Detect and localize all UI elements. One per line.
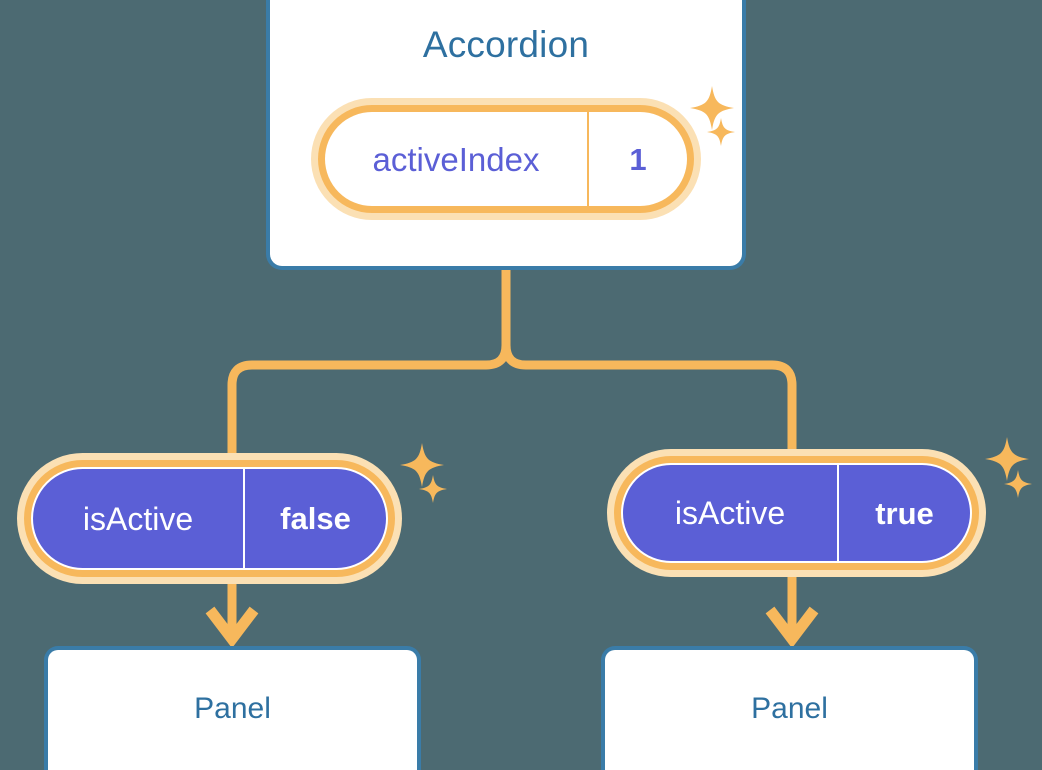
- connector-trunk-to-branch-right: [501, 265, 797, 461]
- arrowhead-left-panel: [205, 606, 259, 649]
- state-value-label: 1: [629, 141, 647, 177]
- state-pill-body: isActive true: [621, 463, 972, 563]
- sparkle-right-small: [1004, 470, 1032, 498]
- state-value-label: true: [875, 495, 934, 531]
- connector-trunk-to-branches: [227, 265, 511, 465]
- sparkle-root-small: [707, 118, 735, 146]
- panel-label: Panel: [751, 692, 828, 725]
- state-pill-body: activeIndex 1: [325, 112, 687, 206]
- state-pill-ring: activeIndex 1: [318, 105, 694, 213]
- arrowhead-right-panel: [765, 606, 819, 649]
- state-pill-ring: isActive true: [614, 456, 979, 570]
- panel-label: Panel: [194, 692, 271, 725]
- state-pill-active-index[interactable]: activeIndex 1: [311, 98, 701, 220]
- state-key-label: isActive: [33, 469, 245, 568]
- sparkle-left-small: [419, 475, 447, 503]
- state-pill-is-active-left[interactable]: isActive false: [17, 453, 402, 584]
- sparkle-root-large: [690, 86, 734, 130]
- state-pill-ring: isActive false: [24, 460, 395, 577]
- state-value-label: false: [280, 501, 351, 536]
- state-key-label: activeIndex: [325, 112, 589, 206]
- state-key-label: isActive: [623, 465, 839, 561]
- state-pill-body: isActive false: [31, 467, 388, 570]
- panel-card-left[interactable]: Panel: [44, 646, 421, 770]
- page-title: Accordion: [422, 24, 590, 65]
- sparkle-right-large: [985, 437, 1029, 481]
- panel-card-right[interactable]: Panel: [601, 646, 978, 770]
- state-pill-is-active-right[interactable]: isActive true: [607, 449, 986, 577]
- sparkle-left-large: [400, 443, 444, 487]
